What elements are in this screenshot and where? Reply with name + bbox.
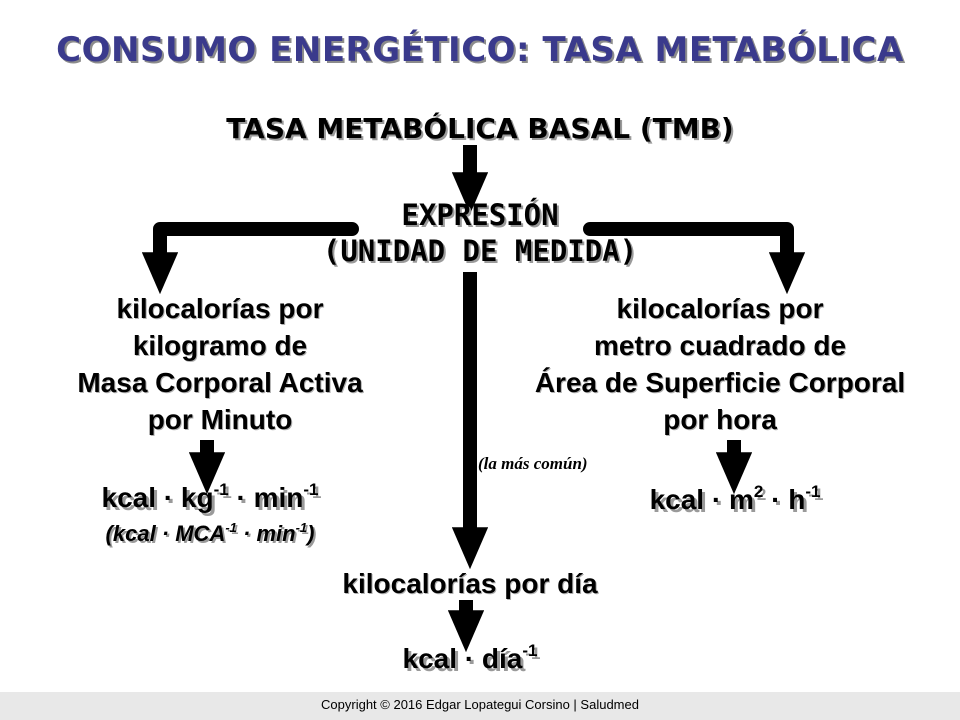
left-description-line: kilocalorías por	[116, 293, 324, 324]
left-description-line: Masa Corporal Activa	[77, 367, 363, 398]
left-description-line: kilogramo de	[132, 330, 308, 361]
left-formula-alt-exponent: -1	[225, 520, 237, 535]
left-formula-exponent: -1	[213, 480, 229, 499]
center-formula-part: kcal · día	[402, 643, 523, 674]
right-description-line: kilocalorías por	[616, 293, 824, 324]
root-node-tmb: TASA METABÓLICA BASAL (TMB)	[226, 112, 734, 145]
right-description-line: metro cuadrado de	[593, 330, 847, 361]
expression-unit-label: (UNIDAD DE MEDIDA)	[322, 234, 638, 268]
center-formula: kcal · día-1	[270, 641, 670, 675]
right-formula-exponent: -1	[805, 482, 821, 501]
left-formula-alt-part: (kcal · MCA	[105, 521, 226, 546]
left-description-line: por Minuto	[147, 404, 293, 435]
left-formula-part: kcal · kg	[101, 482, 214, 513]
right-description-line: por hora	[663, 404, 777, 435]
right-formula: kcal · m2 · h-1	[535, 482, 935, 516]
copyright-text: Copyright © 2016 Edgar Lopategui Corsino…	[321, 697, 639, 712]
page-title: CONSUMO ENERGÉTICO: TASA METABÓLICA	[56, 30, 904, 70]
left-formula-exponent: -1	[303, 480, 319, 499]
right-formula-part: kcal · m	[649, 484, 754, 515]
right-formula-exponent: 2	[753, 482, 764, 501]
center-description: kilocalorías por día	[342, 568, 598, 599]
connector-left-branch	[141, 222, 359, 295]
right-formula-part: · h	[763, 484, 806, 515]
center-formula-exponent: -1	[522, 641, 538, 660]
right-description-line: Área de Superficie Corporal	[534, 367, 906, 398]
left-formula-alt-part: )	[307, 521, 315, 546]
left-formula-alt: (kcal · MCA-1 · min-1)	[10, 521, 410, 547]
expression-label: EXPRESIÓN	[401, 198, 559, 232]
left-description: kilocalorías por kilogramo de Masa Corpo…	[20, 290, 420, 438]
left-formula-alt-exponent: -1	[295, 520, 308, 535]
right-description: kilocalorías por metro cuadrado de Área …	[480, 290, 960, 438]
left-formula-alt-part: · min	[236, 521, 296, 546]
connector-right-branch	[583, 222, 806, 295]
left-formula-part: · min	[228, 482, 304, 513]
most-common-note: (la más común)	[478, 454, 588, 473]
footer-bar	[0, 692, 960, 720]
left-formula: kcal · kg-1 · min-1	[10, 480, 410, 514]
